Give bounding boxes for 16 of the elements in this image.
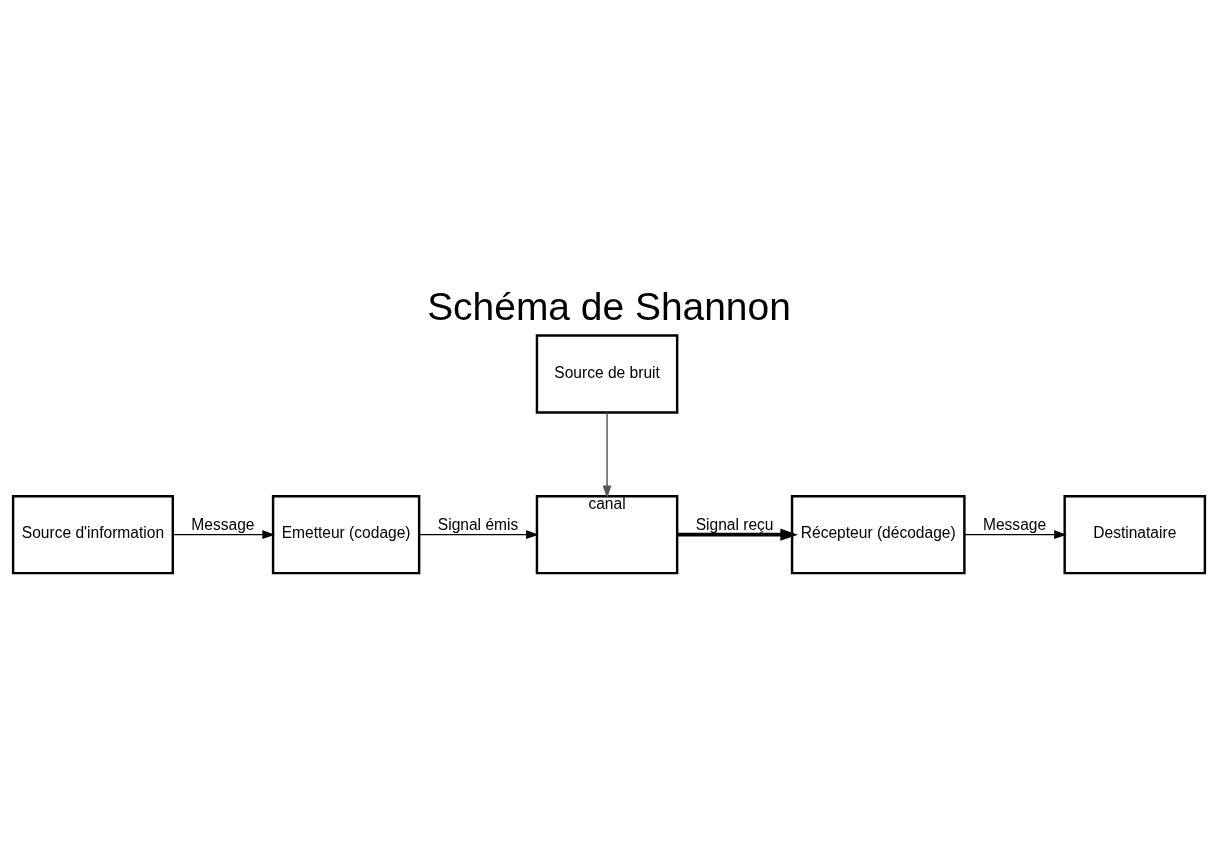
node-box: Récepteur (décodage) <box>790 494 966 574</box>
arrow <box>602 411 612 498</box>
edge-label: Signal reçu <box>695 515 774 533</box>
diagram-title: Schéma de Shannon <box>427 284 791 328</box>
node-box: Destinataire <box>1063 494 1207 574</box>
edge-label: Message <box>191 515 255 533</box>
arrow <box>172 529 275 539</box>
node-box: Source de bruit <box>535 333 679 414</box>
node-box: Emetteur (codage) <box>271 494 421 574</box>
arrow <box>677 528 798 541</box>
edge-label: Signal émis <box>437 515 519 533</box>
node-box: canal <box>535 494 679 574</box>
arrow <box>418 529 539 539</box>
edge-label: Message <box>982 515 1047 533</box>
node-box: Source d'information <box>11 494 174 574</box>
arrow <box>963 529 1067 539</box>
